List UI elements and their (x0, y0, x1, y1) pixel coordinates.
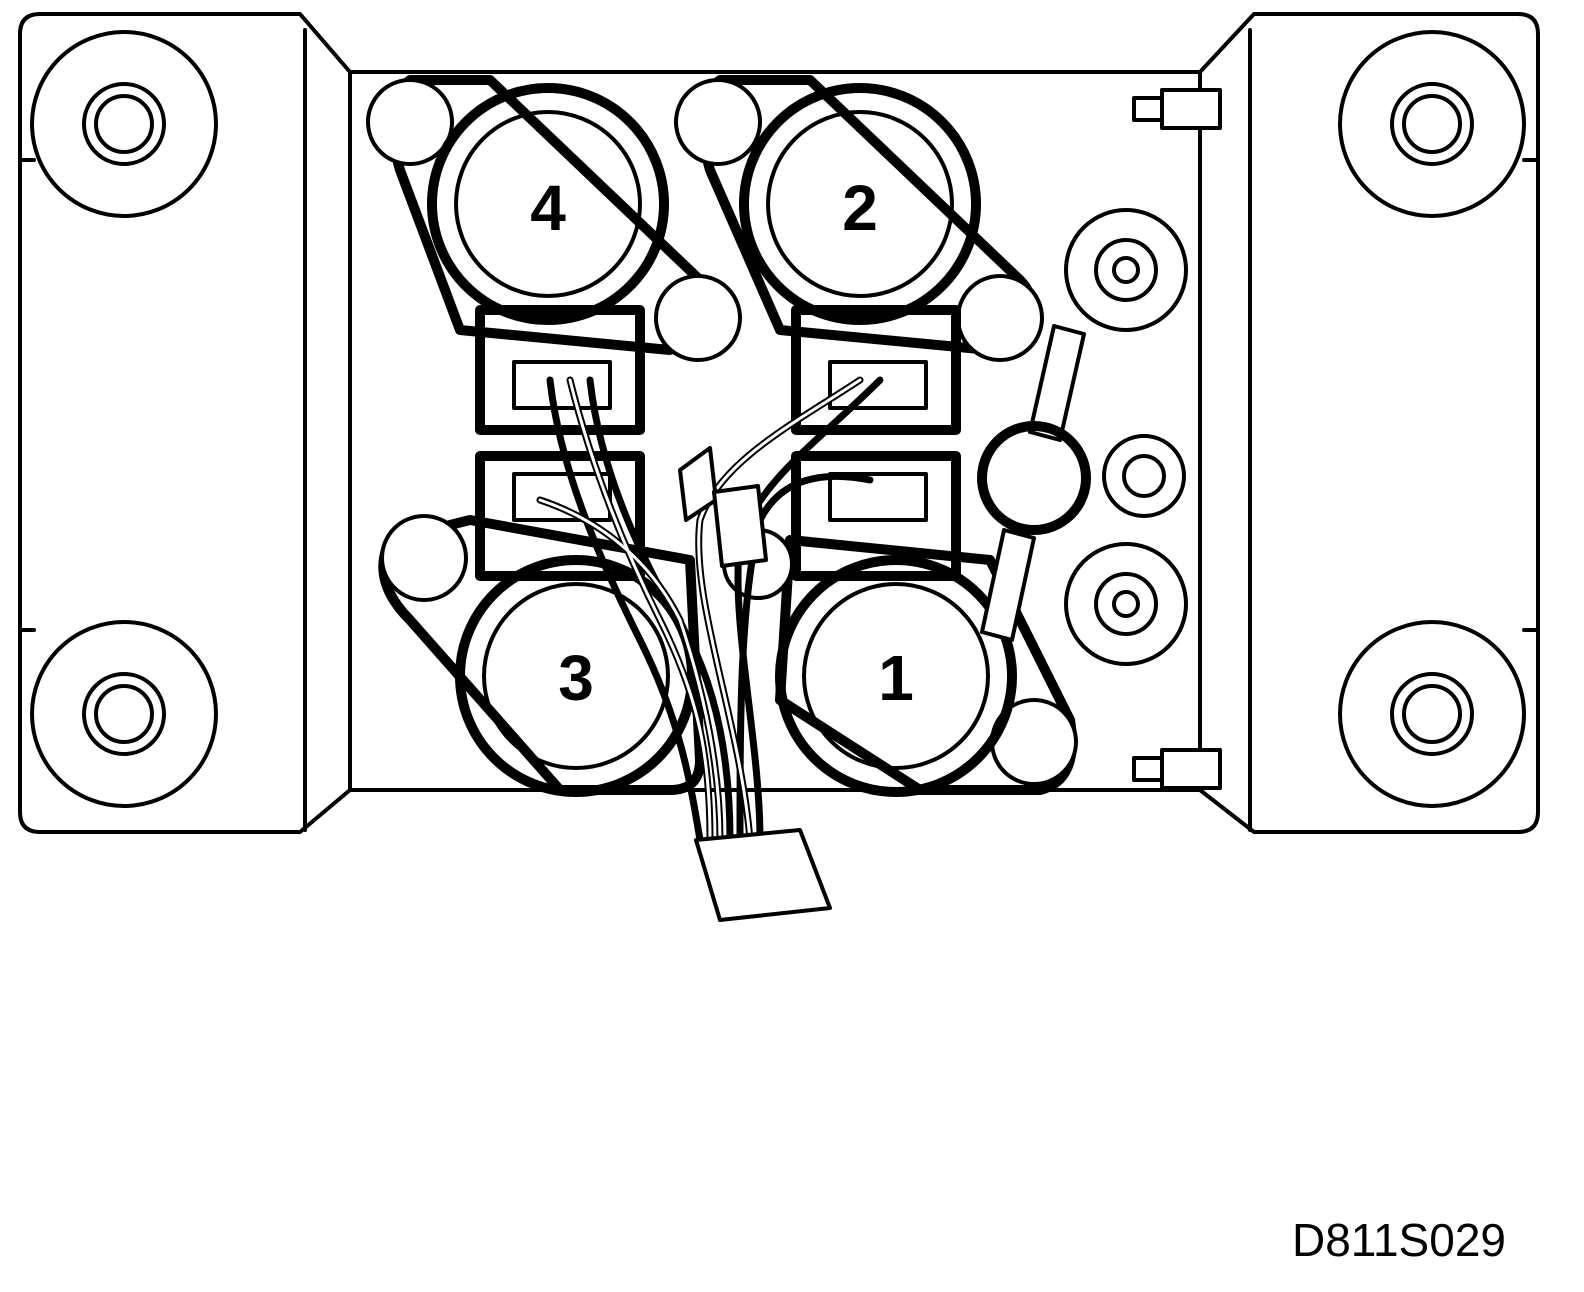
torx-plug-middle (1102, 434, 1186, 518)
solenoid-3-connector (475, 451, 645, 581)
wiring-harness (536, 376, 884, 922)
harness-clip-2 (712, 484, 768, 568)
solenoid-4-label: 4 (530, 172, 566, 244)
torx-plug-top (1064, 208, 1188, 332)
solenoid-2-bolt-top (674, 78, 762, 166)
mount-boss-bottom-right (1338, 620, 1526, 808)
locating-pin-top (1132, 88, 1222, 130)
solenoid-4 (366, 75, 742, 435)
solenoid-1 (722, 451, 1078, 797)
mount-boss-top-right (1338, 30, 1526, 218)
locating-pin-bottom (1132, 748, 1222, 790)
mount-boss-bottom-left (30, 620, 218, 808)
harness-sleeve (694, 828, 832, 922)
harness-clip-1 (678, 446, 718, 522)
solenoid-4-bolt-bottom (654, 274, 742, 362)
solenoid-4-connector (475, 305, 645, 435)
solenoid-3-label: 3 (558, 642, 594, 714)
solenoid-2-label: 2 (842, 172, 878, 244)
torx-plug-bottom (1064, 542, 1188, 666)
reference-code: D811S029 (1292, 1214, 1506, 1266)
solenoid-2 (674, 75, 1044, 435)
solenoid-1-connector (791, 451, 961, 581)
plate-notches (18, 158, 1540, 632)
solenoid-3 (378, 451, 705, 797)
solenoid-2-bolt-bottom (956, 274, 1044, 362)
mount-boss-top-left (30, 30, 218, 218)
mounting-plate (18, 12, 1540, 834)
solenoid-2-connector (791, 305, 961, 435)
solenoid-4-bolt-top (366, 78, 454, 166)
solenoid-1-label: 1 (878, 642, 914, 714)
inline-filter (977, 324, 1091, 642)
solenoid-3-bolt (380, 514, 468, 602)
